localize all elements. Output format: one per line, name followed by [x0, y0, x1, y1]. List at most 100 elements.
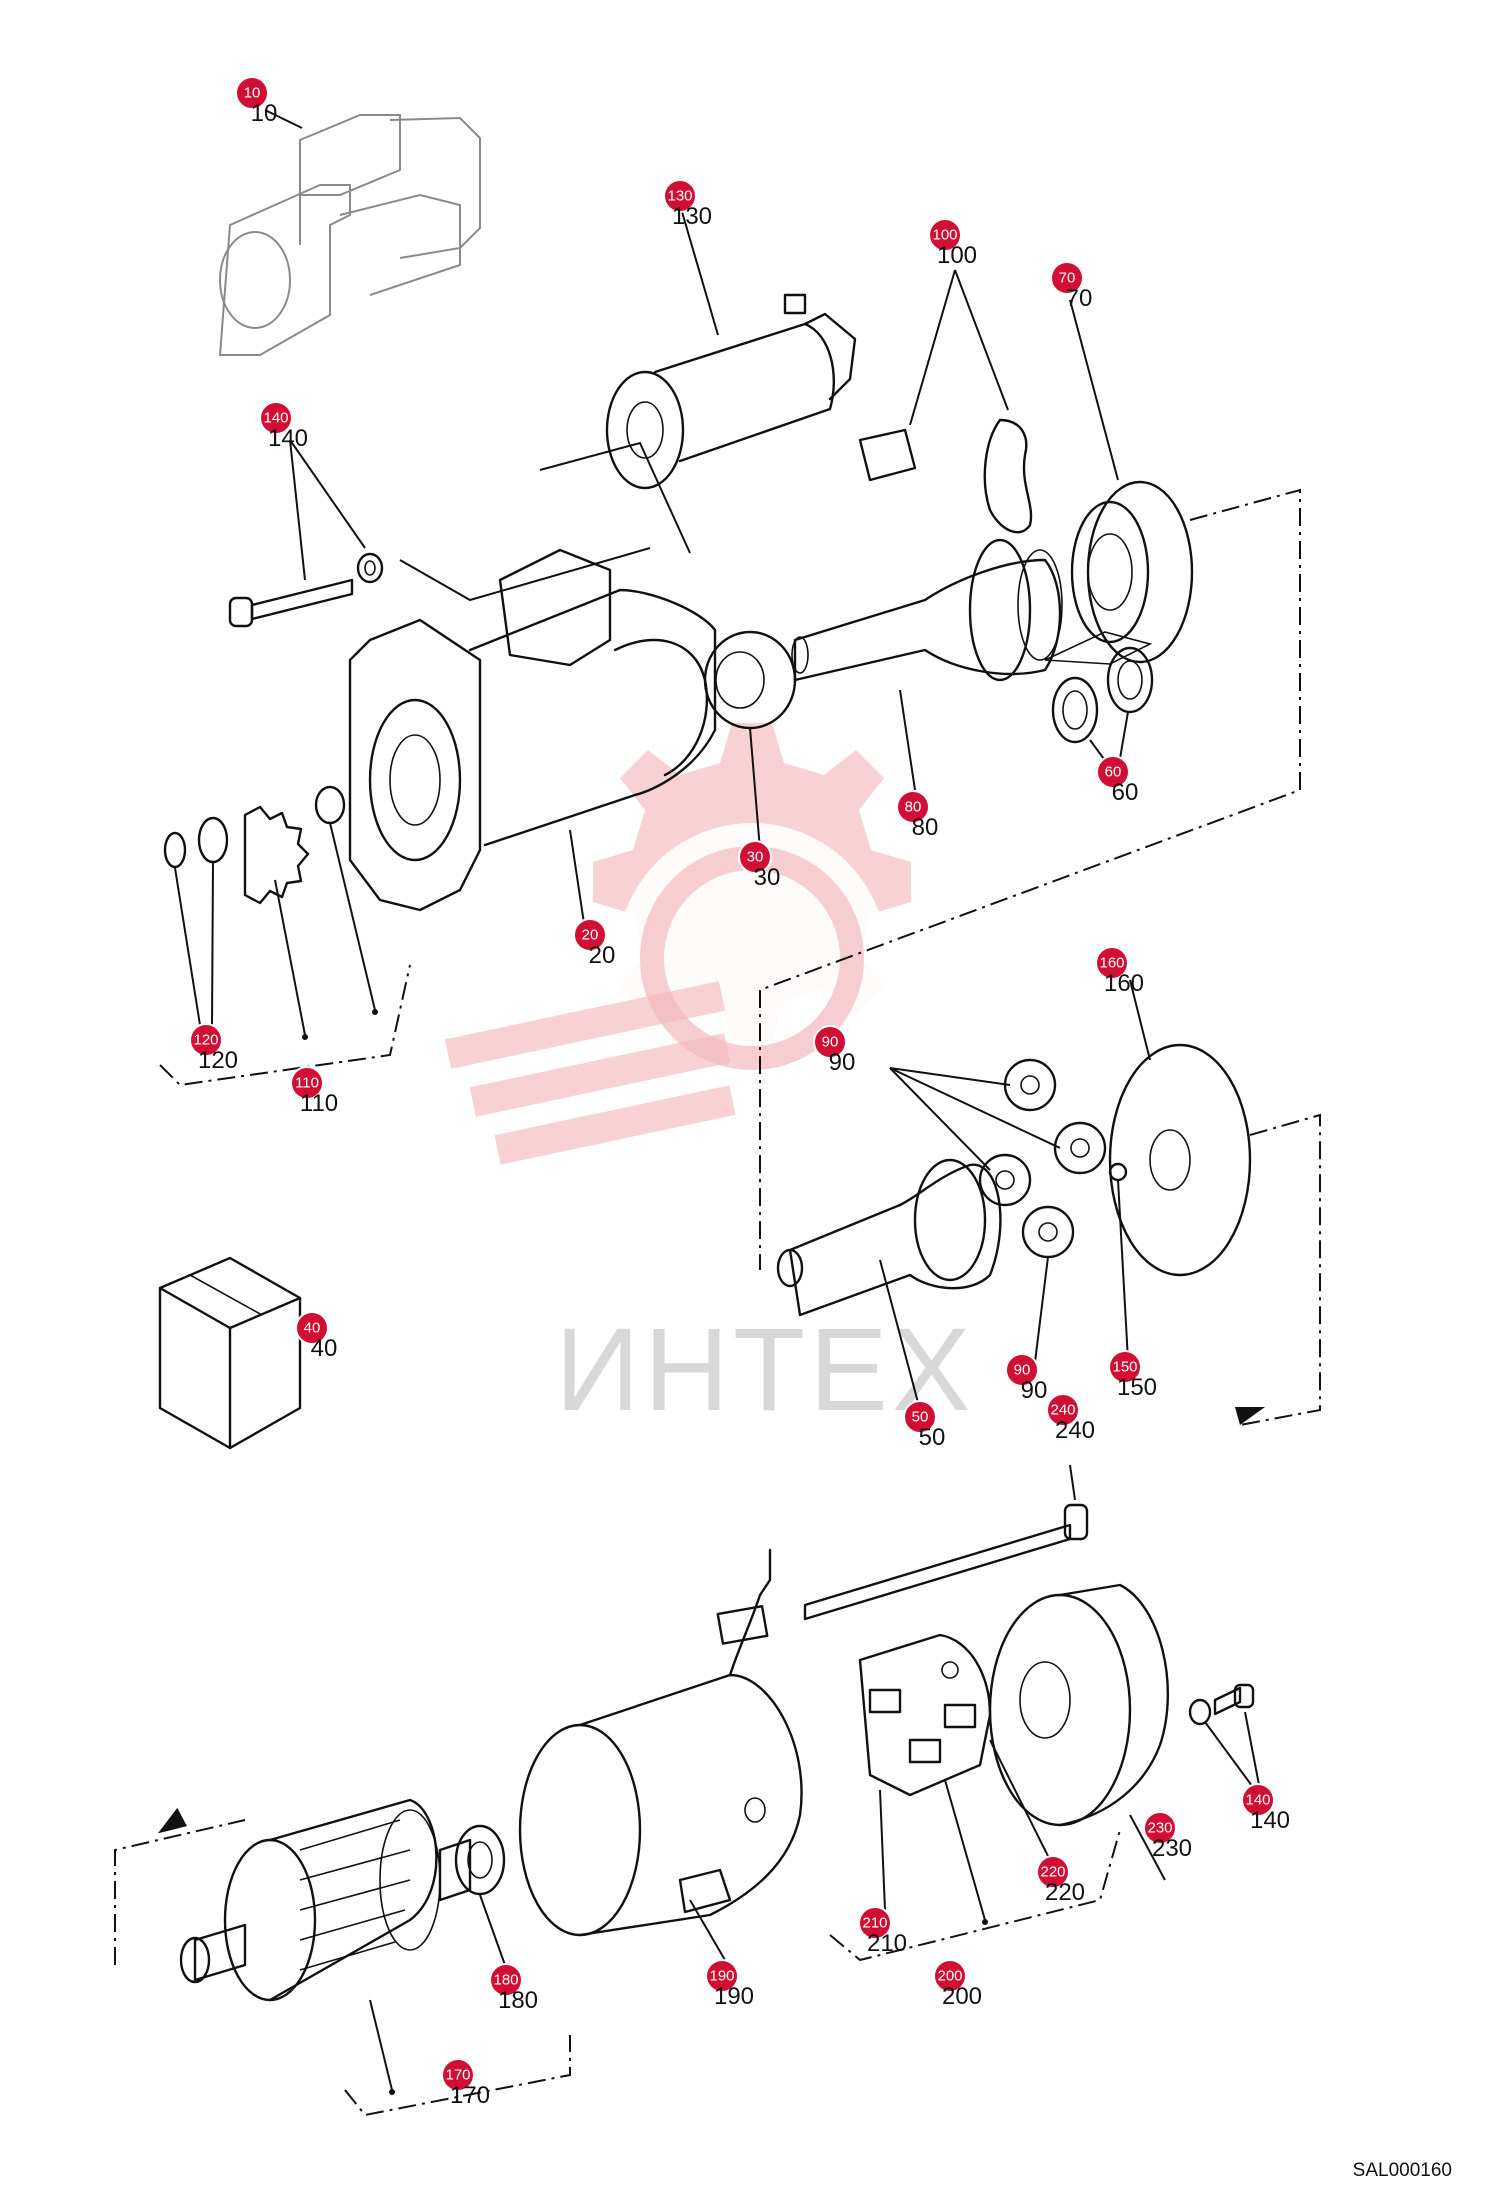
- output-shaft-clutch: [791, 538, 1063, 791]
- pinion-small-parts: [159, 785, 411, 1087]
- svg-text:190: 190: [714, 1983, 754, 2010]
- planetary-shaft: [776, 1158, 1002, 1411]
- svg-text:170: 170: [450, 2082, 490, 2109]
- watermark-logo: ИНТЕХ: [444, 723, 975, 1436]
- svg-text:220: 220: [1040, 1864, 1065, 1881]
- svg-text:160: 160: [1099, 955, 1124, 972]
- svg-text:140: 140: [1250, 1807, 1290, 1834]
- svg-text:60: 60: [1112, 779, 1139, 806]
- thrust-washers: [1044, 631, 1154, 771]
- svg-text:50: 50: [912, 1409, 929, 1426]
- svg-text:230: 230: [1147, 1820, 1172, 1837]
- svg-text:220: 220: [1045, 1879, 1085, 1906]
- drive-lever: [858, 269, 1033, 534]
- planet-gears: [889, 1058, 1107, 1363]
- svg-text:160: 160: [1104, 970, 1144, 997]
- svg-text:70: 70: [1059, 270, 1076, 287]
- svg-text:80: 80: [912, 814, 939, 841]
- svg-text:140: 140: [268, 425, 308, 452]
- svg-text:90: 90: [829, 1049, 856, 1076]
- svg-text:30: 30: [754, 864, 781, 891]
- armature: [114, 1798, 571, 2117]
- through-bolt: [803, 1464, 1089, 1621]
- bolt-lower: [1188, 1683, 1261, 1791]
- svg-text:40: 40: [311, 1335, 338, 1362]
- svg-text:140: 140: [263, 410, 288, 427]
- svg-text:150: 150: [1117, 1374, 1157, 1401]
- drive-housing: [348, 548, 717, 931]
- svg-text:30: 30: [747, 849, 764, 866]
- internal-gear-ring: [1069, 299, 1194, 664]
- svg-text:180: 180: [493, 1972, 518, 1989]
- drawing-code: SAL000160: [1352, 2160, 1452, 2181]
- svg-text:200: 200: [937, 1968, 962, 1985]
- svg-text:20: 20: [589, 942, 616, 969]
- svg-text:120: 120: [193, 1032, 218, 1049]
- svg-text:90: 90: [1021, 1377, 1048, 1404]
- svg-text:110: 110: [300, 1090, 338, 1117]
- group-frame-upper: [759, 488, 1301, 1270]
- svg-text:50: 50: [919, 1424, 946, 1451]
- svg-text:10: 10: [244, 85, 261, 102]
- svg-text:60: 60: [1105, 764, 1122, 781]
- svg-text:90: 90: [1014, 1362, 1031, 1379]
- starter-assembly-thumbnail: [218, 109, 481, 356]
- svg-text:150: 150: [1112, 1359, 1137, 1376]
- svg-text:80: 80: [905, 799, 922, 816]
- bearing-rear-armature: [454, 1824, 506, 1966]
- repair-kit-box: [158, 1256, 302, 1450]
- yoke-field-frame: [518, 1548, 803, 1961]
- bolt-upper: [228, 439, 691, 628]
- svg-text:120: 120: [198, 1047, 238, 1074]
- watermark-text: ИНТЕХ: [555, 1304, 975, 1436]
- brush-holder: [829, 1633, 1121, 1962]
- svg-text:100: 100: [937, 242, 977, 269]
- svg-text:10: 10: [251, 100, 278, 127]
- svg-text:110: 110: [295, 1075, 319, 1092]
- svg-text:240: 240: [1050, 1402, 1075, 1419]
- svg-text:130: 130: [667, 188, 692, 205]
- svg-text:210: 210: [867, 1930, 907, 1957]
- svg-text:20: 20: [582, 927, 599, 944]
- svg-text:140: 140: [1245, 1792, 1270, 1809]
- svg-text:130: 130: [672, 203, 712, 230]
- solenoid-switch: [605, 204, 857, 490]
- internal-gear-plate: [1108, 979, 1321, 1426]
- svg-text:90: 90: [822, 1034, 839, 1051]
- svg-text:180: 180: [498, 1987, 538, 2014]
- svg-text:190: 190: [709, 1968, 734, 1985]
- svg-text:70: 70: [1066, 285, 1093, 312]
- svg-text:210: 210: [862, 1915, 887, 1932]
- svg-text:40: 40: [304, 1320, 321, 1337]
- svg-text:240: 240: [1055, 1417, 1095, 1444]
